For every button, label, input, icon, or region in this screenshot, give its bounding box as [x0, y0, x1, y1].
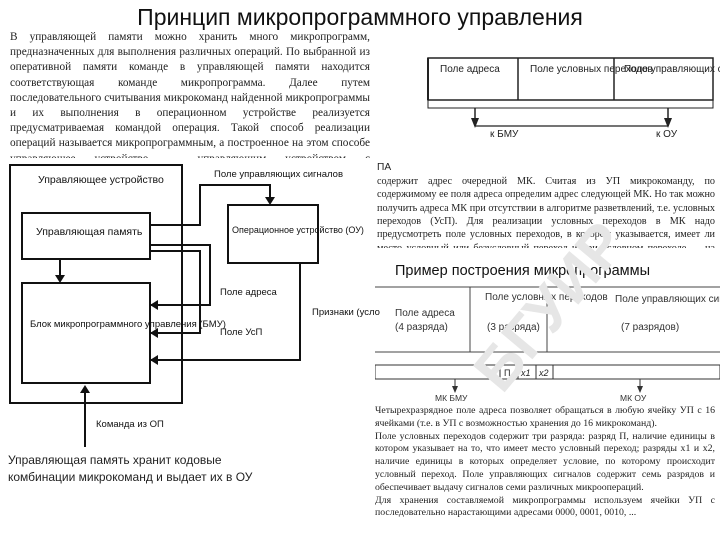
signals-field-label: Поле управляющих сигналов — [214, 169, 343, 180]
field-address-label: Поле адреса — [440, 64, 500, 75]
table-field-conditions: Поле условных переходов — [485, 292, 608, 303]
arrow-to-bmu: к БМУ — [490, 129, 519, 140]
slide-caption: Управляющая память хранит кодовые комбин… — [8, 453, 253, 484]
slide-title: Принцип микропрограммного управления — [137, 4, 583, 30]
bmu-box — [21, 282, 151, 384]
ou-label: Операционное устройство (ОУ) — [232, 225, 364, 235]
bmu-label: Блок микропрограммного управления (БМУ) — [30, 319, 226, 330]
arrow-mk-ou: МК ОУ — [620, 393, 647, 402]
control-memory-box — [21, 212, 151, 260]
slide-subtitle: Пример построения микропрограммы — [395, 263, 650, 279]
command-label: Команда из ОП — [96, 419, 164, 430]
cell-x2: x2 — [538, 368, 549, 378]
bottom-paragraph: Четырехразрядное поле адреса позволяет о… — [375, 405, 715, 519]
cell-x1: x1 — [520, 368, 531, 378]
usp-field-label: Поле УсП — [220, 327, 263, 338]
addr-field-label: Поле адреса — [220, 287, 278, 298]
arrow-mk-bmu: МК БМУ — [435, 393, 468, 402]
table-field-conditions-bits: (3 разряда) — [487, 322, 540, 333]
arrow-to-ou: к ОУ — [656, 129, 678, 140]
cell-p: П — [504, 368, 510, 378]
table-field-address: Поле адреса — [395, 308, 455, 319]
mk-format-table: Поле адреса (4 разряда) Поле условных пе… — [375, 286, 720, 402]
control-unit-title: Управляющее устройство — [38, 174, 164, 186]
pa-paragraph: ПА содержит адрес очередной МК. Считая и… — [377, 148, 715, 248]
pa-label: ПА — [377, 162, 392, 174]
control-unit-box — [9, 164, 183, 404]
control-memory-label: Управляющая память — [36, 226, 143, 238]
intro-paragraph: В управляющей памяти можно хранить много… — [10, 31, 370, 158]
pa-description: содержит адрес очередной МК. Считая из У… — [377, 175, 715, 248]
field-conditions-label: Поле условных переходов — [530, 64, 653, 75]
table-field-address-bits: (4 разряда) — [395, 322, 448, 333]
control-unit-diagram: Управляющее устройство Управляющая памят… — [9, 164, 380, 447]
flags-label: Признаки (условия) — [312, 307, 380, 318]
table-field-signals: Поле управляющих сигналов — [615, 294, 720, 305]
mk-format-diagram: Поле адреса Поле условных переходов Поле… — [427, 57, 720, 140]
table-field-signals-bits: (7 разрядов) — [621, 322, 679, 333]
field-signals-label: Поле управляющих сигналов — [624, 64, 720, 75]
ou-box — [227, 204, 319, 264]
